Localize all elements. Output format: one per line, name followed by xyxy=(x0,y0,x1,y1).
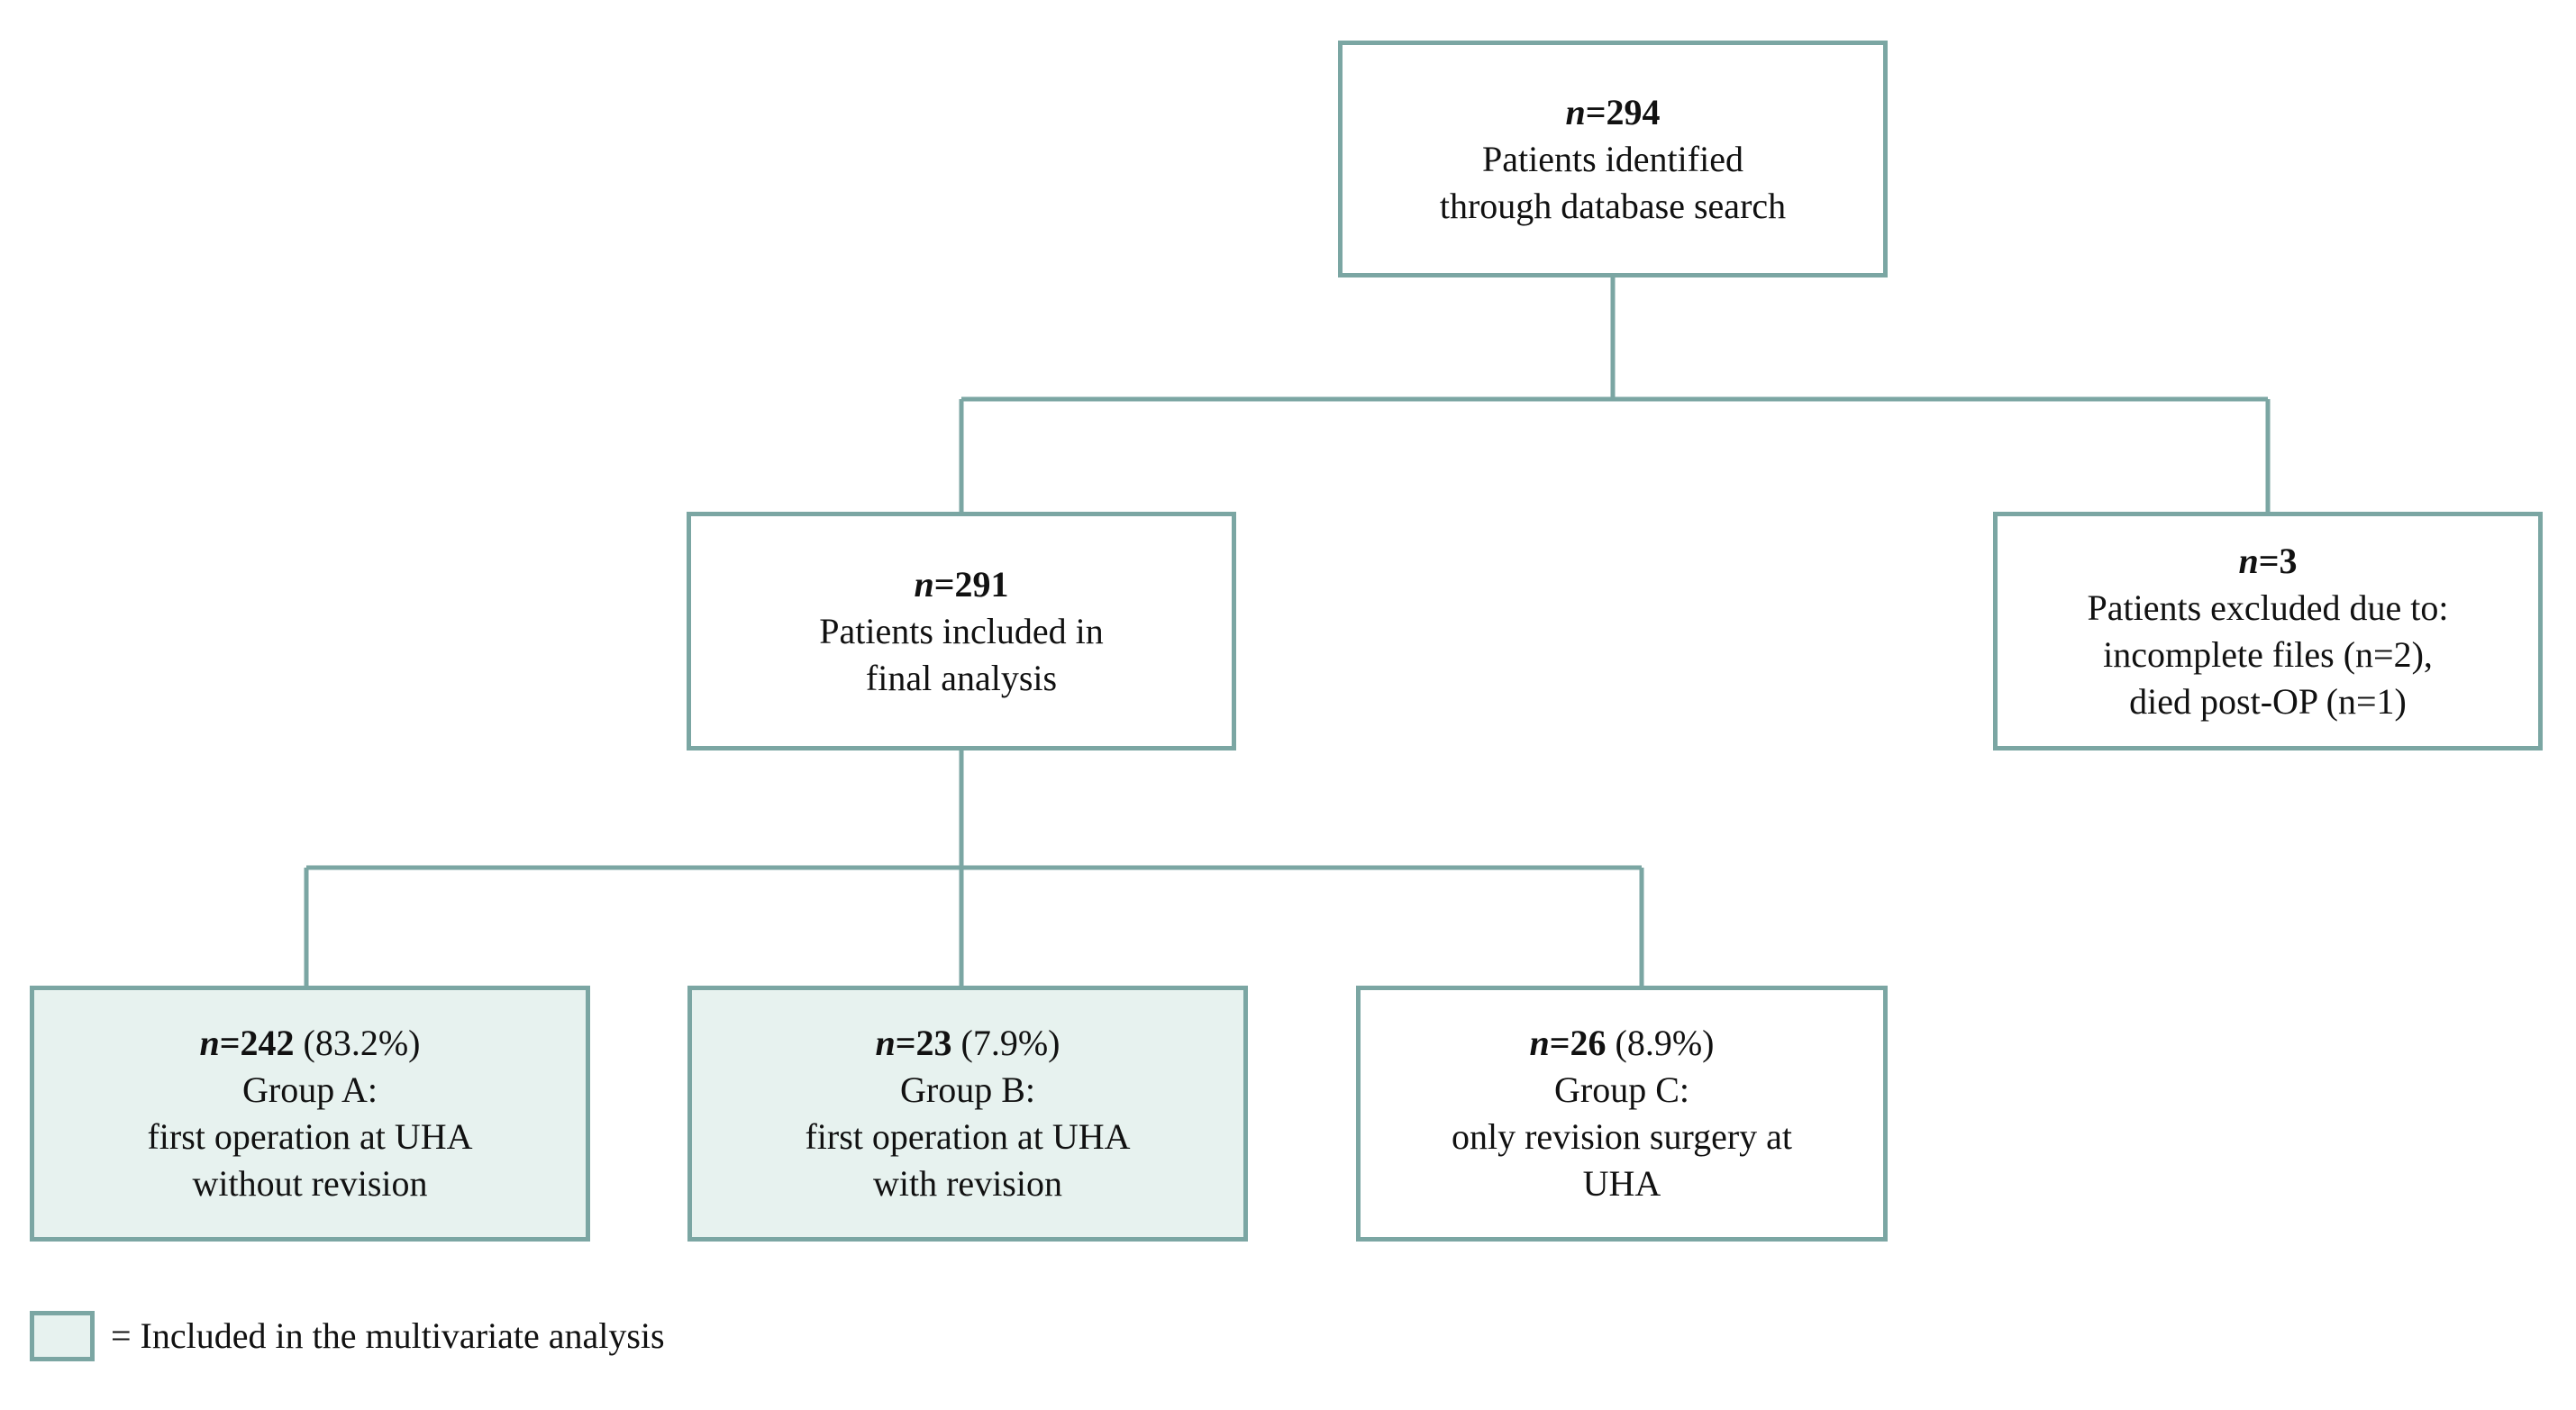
node-group-a-line-3: without revision xyxy=(192,1163,428,1204)
node-included-line-1: Patients included in xyxy=(819,610,1104,651)
highlighted-box-swatch-icon xyxy=(30,1311,95,1361)
node-group-a-line-2: first operation at UHA xyxy=(147,1116,473,1157)
node-group-c-line-1: Group C: xyxy=(1554,1069,1689,1110)
node-group-a-count: n=242 (83.2%) xyxy=(199,1023,421,1063)
node-group-b-line-2: first operation at UHA xyxy=(805,1116,1131,1157)
node-identified-count: n=294 xyxy=(1565,91,1661,132)
node-group-b-line-3: with revision xyxy=(873,1163,1062,1204)
node-group-b: n=23 (7.9%) Group B: first operation at … xyxy=(687,986,1248,1242)
node-patients-excluded: n=3 Patients excluded due to: incomplete… xyxy=(1993,512,2543,750)
node-excluded-line-1: Patients excluded due to: xyxy=(2087,587,2449,628)
node-included-count: n=291 xyxy=(914,563,1009,605)
node-group-c-count: n=26 (8.9%) xyxy=(1529,1023,1715,1063)
node-excluded-line-2: incomplete files (n=2), xyxy=(2103,633,2433,675)
node-group-b-count: n=23 (7.9%) xyxy=(875,1023,1060,1063)
node-identified-line-1: Patients identified xyxy=(1482,138,1743,179)
node-included-line-2: final analysis xyxy=(865,657,1058,698)
node-patients-included: n=291 Patients included in final analysi… xyxy=(687,512,1236,750)
node-group-a-line-1: Group A: xyxy=(242,1069,378,1110)
node-group-c-line-2: only revision surgery at xyxy=(1451,1116,1793,1157)
node-patients-identified: n=294 Patients identified through databa… xyxy=(1338,41,1888,277)
legend: = Included in the multivariate analysis xyxy=(30,1311,665,1361)
legend-label: = Included in the multivariate analysis xyxy=(111,1315,665,1356)
node-group-c: n=26 (8.9%) Group C: only revision surge… xyxy=(1356,986,1888,1242)
node-group-a: n=242 (83.2%) Group A: first operation a… xyxy=(30,986,590,1242)
node-group-c-line-3: UHA xyxy=(1582,1163,1661,1204)
node-excluded-count: n=3 xyxy=(2238,540,2298,581)
node-identified-line-2: through database search xyxy=(1439,185,1787,226)
node-excluded-line-3: died post-OP (n=1) xyxy=(2129,680,2407,722)
node-group-b-line-1: Group B: xyxy=(900,1069,1035,1110)
